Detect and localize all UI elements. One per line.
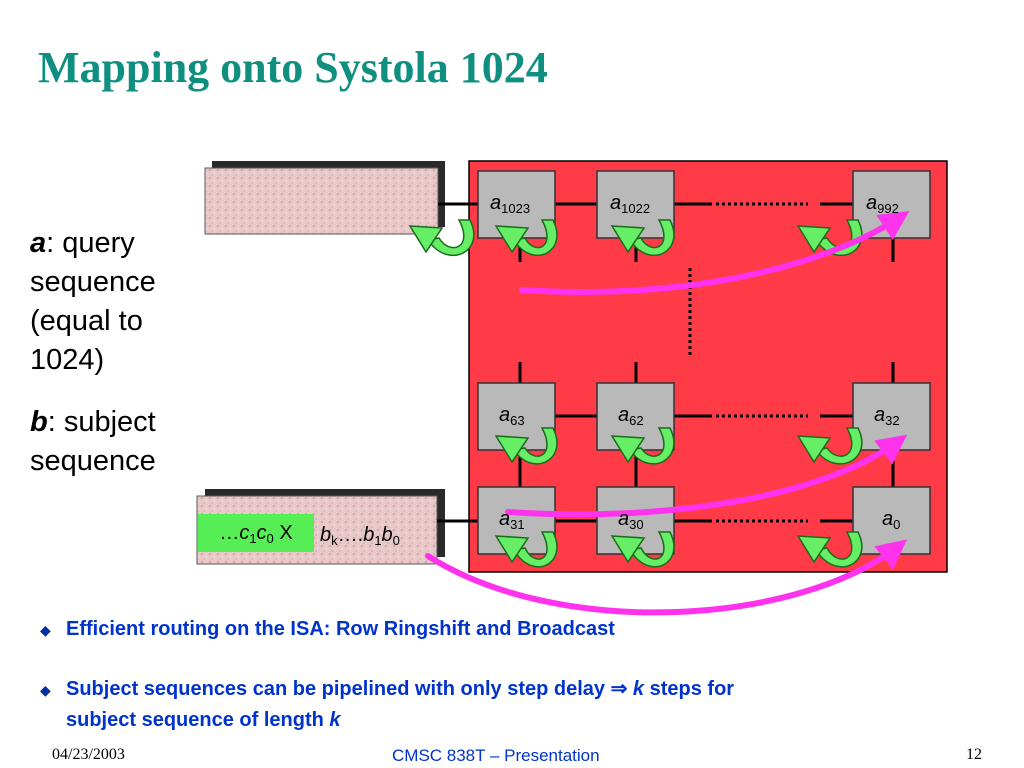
bullet-routing: Efficient routing on the ISA: Row Ringsh…: [66, 618, 615, 640]
ringshift-arrow-head: [494, 225, 530, 254]
label-a62: a62: [618, 404, 644, 428]
ringshift-arrow-head: [796, 435, 832, 464]
slide-title: Mapping onto Systola 1024: [38, 43, 548, 92]
label-a1022: a1022: [610, 192, 651, 216]
label-a63: a63: [499, 404, 525, 428]
broadcast-paths: [425, 211, 910, 616]
label-a0: a0: [882, 508, 901, 532]
footer-page-number: 12: [966, 746, 982, 763]
cell-a992: [852, 170, 931, 239]
footer-course: CMSC 838T – Presentation: [392, 746, 600, 765]
ringshift-arrows: [408, 219, 863, 568]
bullet-icon: ◆: [40, 682, 51, 698]
footer-date: 04/23/2003: [52, 746, 125, 763]
label-a32: a32: [874, 404, 900, 428]
query-buffer: [204, 161, 445, 235]
ringshift-arrow-head: [494, 435, 530, 464]
ringshift-arrow-head: [610, 435, 646, 464]
label-a992: a992: [866, 192, 899, 216]
bullet-icon: ◆: [40, 622, 51, 638]
result-sequence-label: …c1c0 X: [198, 514, 314, 552]
label-a31: a31: [499, 508, 525, 532]
ringshift-arrow-head: [796, 225, 832, 254]
subject-description: b: subject sequence: [30, 406, 156, 477]
a-variable: a: [30, 227, 47, 259]
ringshift-arrow-head: [796, 535, 832, 564]
broadcast-path-row3: [425, 539, 908, 616]
subject-sequence-label: bk….b1b0: [320, 524, 400, 548]
broadcast-path-row1: [519, 211, 910, 295]
ringshift-arrow-head: [408, 225, 444, 254]
ringshift-arrow-head: [610, 535, 646, 564]
query-description: a: query sequence (equal to 1024): [30, 227, 156, 376]
label-a30: a30: [618, 508, 644, 532]
b-variable: b: [30, 406, 48, 438]
label-a1023: a1023: [490, 192, 531, 216]
implies-arrow-icon: ⇒: [610, 678, 628, 700]
ringshift-arrow-head: [610, 225, 646, 254]
bullet-pipelining: Subject sequences can be pipelined with …: [66, 678, 735, 731]
broadcast-path-row2: [505, 434, 908, 518]
ringshift-arrow-head: [494, 535, 530, 564]
